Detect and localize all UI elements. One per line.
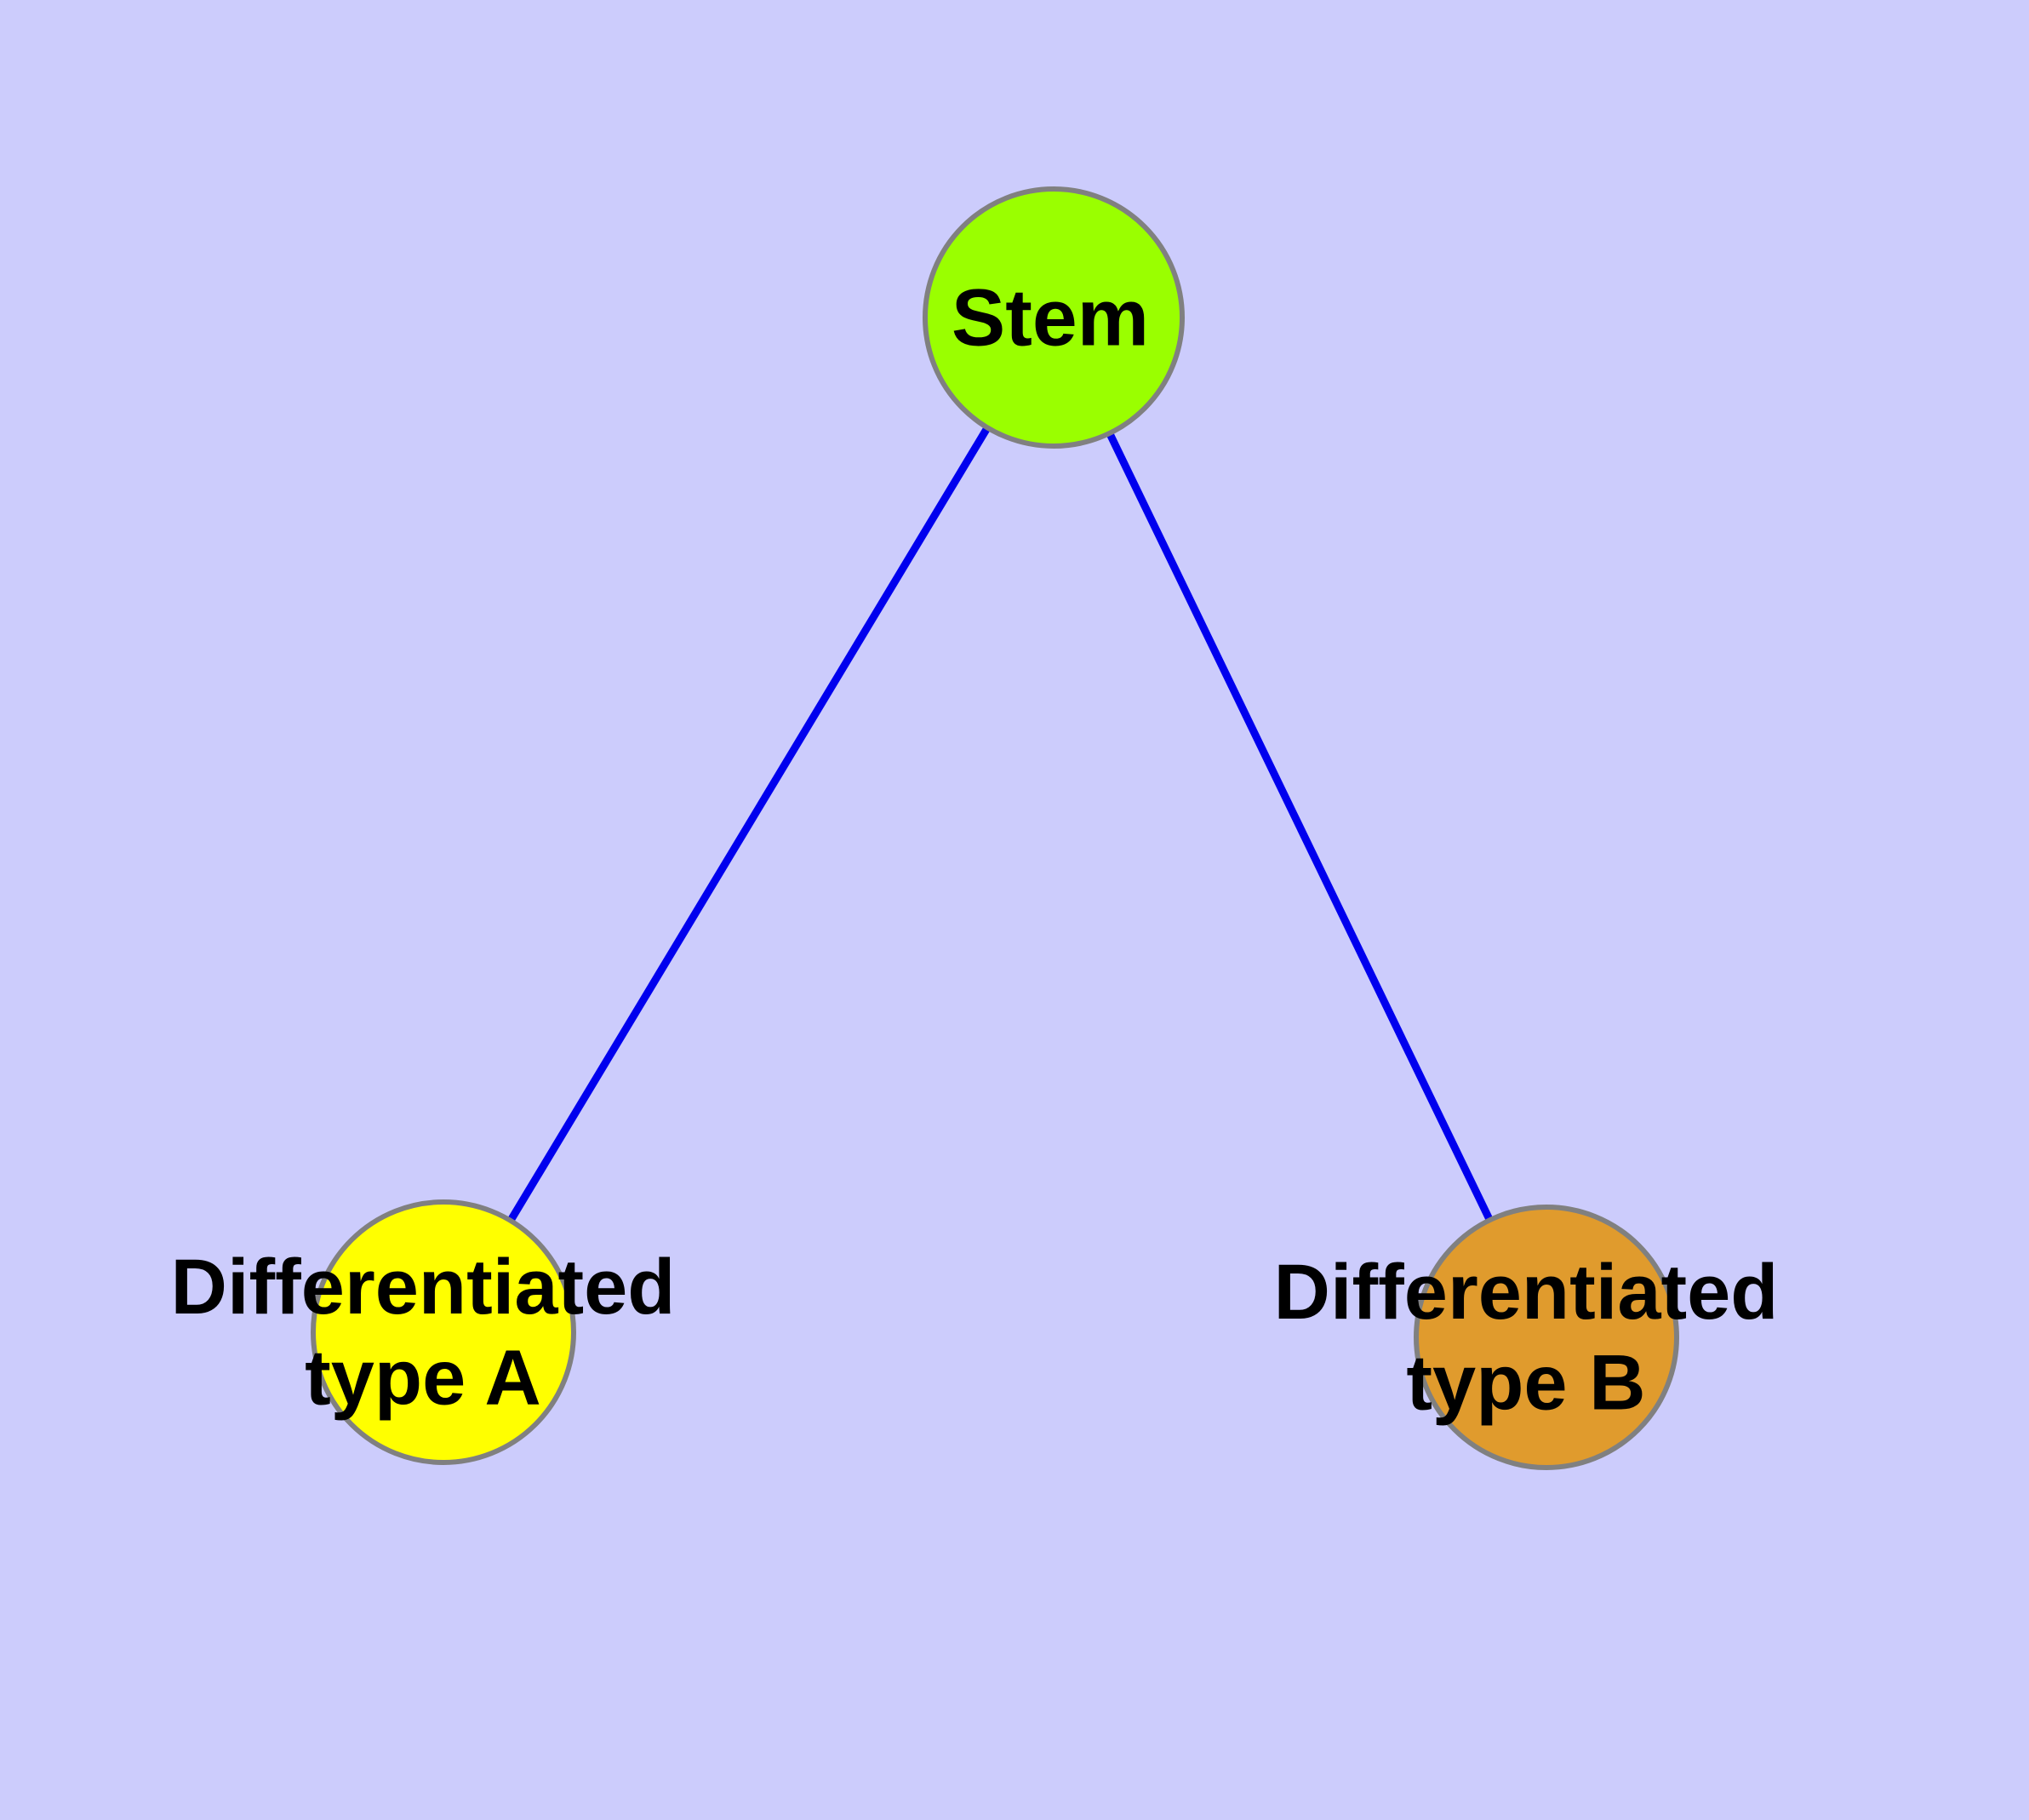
- node-differentiated-type-a-circle[interactable]: [311, 1199, 576, 1465]
- node-differentiated-type-b-circle[interactable]: [1414, 1205, 1679, 1470]
- node-stem-circle[interactable]: [923, 186, 1185, 449]
- edge-stem-to-differentiated-type-b[interactable]: [1049, 316, 1551, 1339]
- edge-layer: [440, 315, 1551, 1339]
- edge-stem-to-differentiated-type-a[interactable]: [440, 315, 1057, 1335]
- node-stem[interactable]: Stem: [923, 186, 1185, 449]
- node-stem-label: Stem: [952, 272, 1149, 363]
